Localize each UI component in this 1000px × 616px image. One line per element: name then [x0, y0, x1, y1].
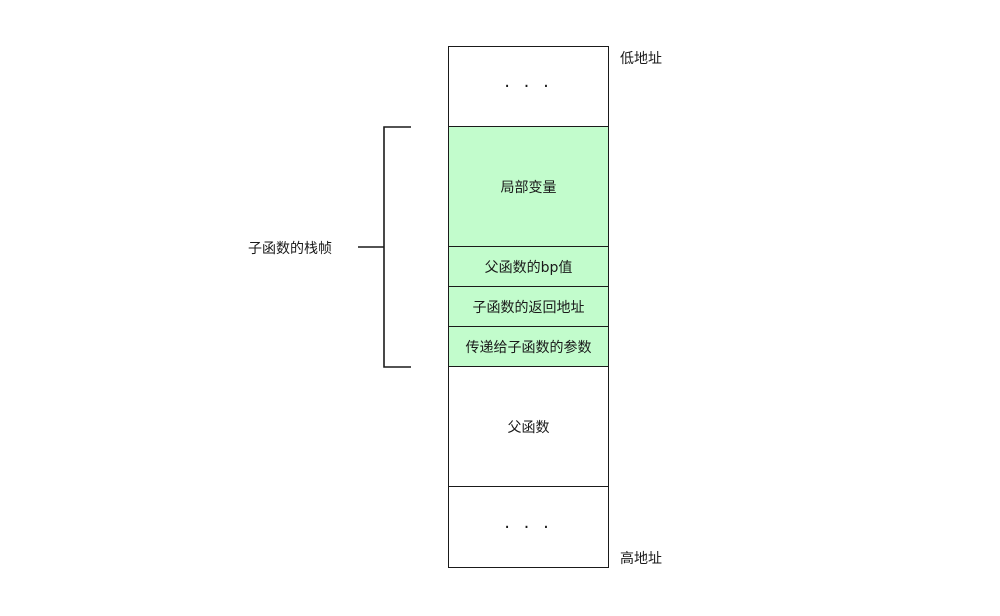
local-variables-label: 局部变量: [500, 179, 557, 196]
bracket-path: [383, 126, 411, 368]
parent-bp-label: 父函数的bp值: [484, 259, 573, 276]
stack-cell-parent-bp: 父函数的bp值: [449, 247, 608, 287]
child-frame-label: 子函数的栈帧: [248, 241, 332, 257]
return-address-label: 子函数的返回地址: [472, 299, 585, 316]
stack-frame-bracket: [358, 126, 411, 368]
parent-function-label: 父函数: [507, 419, 550, 436]
stack-cell-return-address: 子函数的返回地址: [449, 287, 608, 327]
low-address-label: 低地址: [620, 51, 662, 67]
stack-diagram: · · · 局部变量 父函数的bp值 子函数的返回地址 传递给子函数的参数 父函…: [448, 46, 609, 568]
stack-cell-bottom-ellipsis: · · ·: [449, 487, 608, 567]
arguments-label: 传递给子函数的参数: [465, 339, 592, 356]
stack-cell-top-ellipsis: · · ·: [449, 47, 608, 127]
ellipsis-label: · · ·: [504, 516, 553, 538]
stack-cell-arguments: 传递给子函数的参数: [449, 327, 608, 367]
high-address-label: 高地址: [620, 551, 662, 567]
stack-cell-parent-function: 父函数: [449, 367, 608, 487]
ellipsis-label: · · ·: [504, 76, 553, 97]
stack-cell-local-variables: 局部变量: [449, 127, 608, 247]
